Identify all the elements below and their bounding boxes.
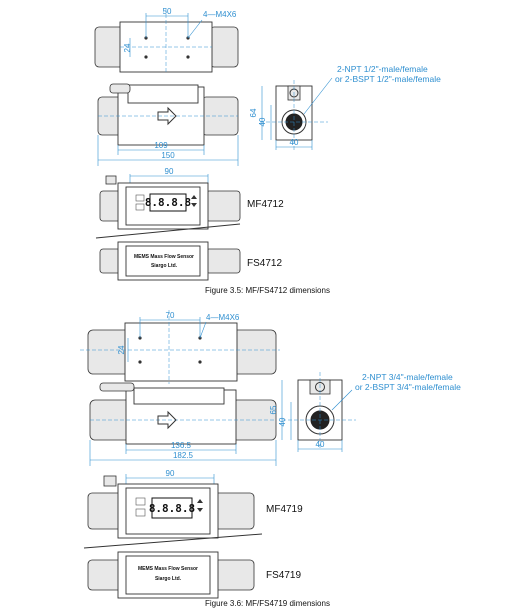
fig1-top-width-dim: 50 (163, 7, 172, 16)
fig1-plate-line2: Siargo Ltd. (151, 263, 178, 269)
fig2-fs-plate-view: MEMS Mass Flow Sensor Siargo Ltd. FS4719 (87, 551, 301, 599)
fig2-port-callout-line1: 2-NPT 3/4"-male/female (362, 372, 453, 382)
fig2-break-line (83, 533, 263, 549)
up-button-icon (191, 195, 197, 199)
fig1-display-width-dim: 90 (165, 167, 174, 176)
fig2-end-view: 65 40 40 2-NPT 3/4"-male/female or 2-BSP… (269, 372, 461, 452)
fig2-caption: Figure 3.6: MF/FS4719 dimensions (205, 599, 330, 608)
fig2-mf-label: MF4719 (266, 504, 303, 515)
fig1-side-view: 109 150 (97, 83, 239, 166)
fig2-plate-line1: MEMS Mass Flow Sensor (138, 566, 198, 572)
fig2-side-view: 136.5 182.5 (89, 382, 277, 466)
fig2-top-view: 70 24 4—M4X6 (80, 310, 280, 384)
fig1-top-height-dim: 24 (123, 43, 132, 52)
fig2-top-width-dim: 70 (166, 311, 175, 320)
fig1-end-view: 64 40 40 2-NPT 1/2"-male/female or 2-BSP… (249, 64, 441, 150)
fig1-plate-line1: MEMS Mass Flow Sensor (134, 254, 194, 260)
fig2-top-height-dim: 24 (117, 345, 126, 354)
fig2-plate-line2: Siargo Ltd. (155, 576, 182, 582)
flow-arrow-icon (157, 410, 177, 430)
fig2-holes-callout: 4—M4X6 (206, 313, 240, 322)
fig1-fs-label: FS4712 (247, 258, 282, 269)
fig2-display-digits: 8.8.8.8 (149, 502, 195, 515)
fig2-end-height-dim: 65 (269, 405, 278, 414)
fig1-holes-callout: 4—M4X6 (203, 10, 237, 19)
down-button-icon (197, 508, 203, 512)
fig2-fs-label: FS4719 (266, 570, 301, 581)
fig2-end-inner-dim: 40 (278, 417, 287, 426)
fig1-caption: Figure 3.5: MF/FS4712 dimensions (205, 286, 330, 295)
fig1-drawing: 50 24 4—M4X6 109 150 (94, 7, 441, 295)
fig2-end-width-dim: 40 (316, 440, 325, 449)
fig1-end-width-dim: 40 (290, 138, 299, 147)
fig1-display-digits: 8.8.8.8 (145, 196, 191, 209)
fig2-mf-display-view: 90 8.8.8.8 MF4719 (87, 469, 303, 539)
fig2-length-outer-dim: 182.5 (173, 451, 194, 460)
fig1-break-line (95, 223, 241, 239)
fig1-fs-plate-view: MEMS Mass Flow Sensor Siargo Ltd. FS4712 (99, 241, 282, 281)
fig1-port-callout-line2: or 2-BSPT 1/2"-male/female (335, 74, 441, 84)
fig1-mf-display-view: 90 8.8.8.8 MF4712 (99, 167, 284, 230)
fig2-port-callout-line2: or 2-BSPT 3/4"-male/female (355, 382, 461, 392)
fig1-length-inner-dim: 109 (154, 141, 168, 150)
fig1-end-inner-dim: 40 (258, 117, 267, 126)
fig1-port-callout-line1: 2-NPT 1/2"-male/female (337, 64, 428, 74)
flow-arrow-icon (157, 106, 177, 126)
fig2-length-inner-dim: 136.5 (171, 441, 192, 450)
fig1-end-height-dim: 64 (249, 108, 258, 117)
up-button-icon (197, 499, 203, 503)
fig1-top-view: 50 24 4—M4X6 (94, 7, 239, 73)
fig2-drawing: 70 24 4—M4X6 136.5 182.5 (80, 310, 461, 608)
fig1-length-outer-dim: 150 (161, 151, 175, 160)
down-button-icon (191, 203, 197, 207)
fig1-mf-label: MF4712 (247, 199, 284, 210)
fig2-display-width-dim: 90 (166, 469, 175, 478)
